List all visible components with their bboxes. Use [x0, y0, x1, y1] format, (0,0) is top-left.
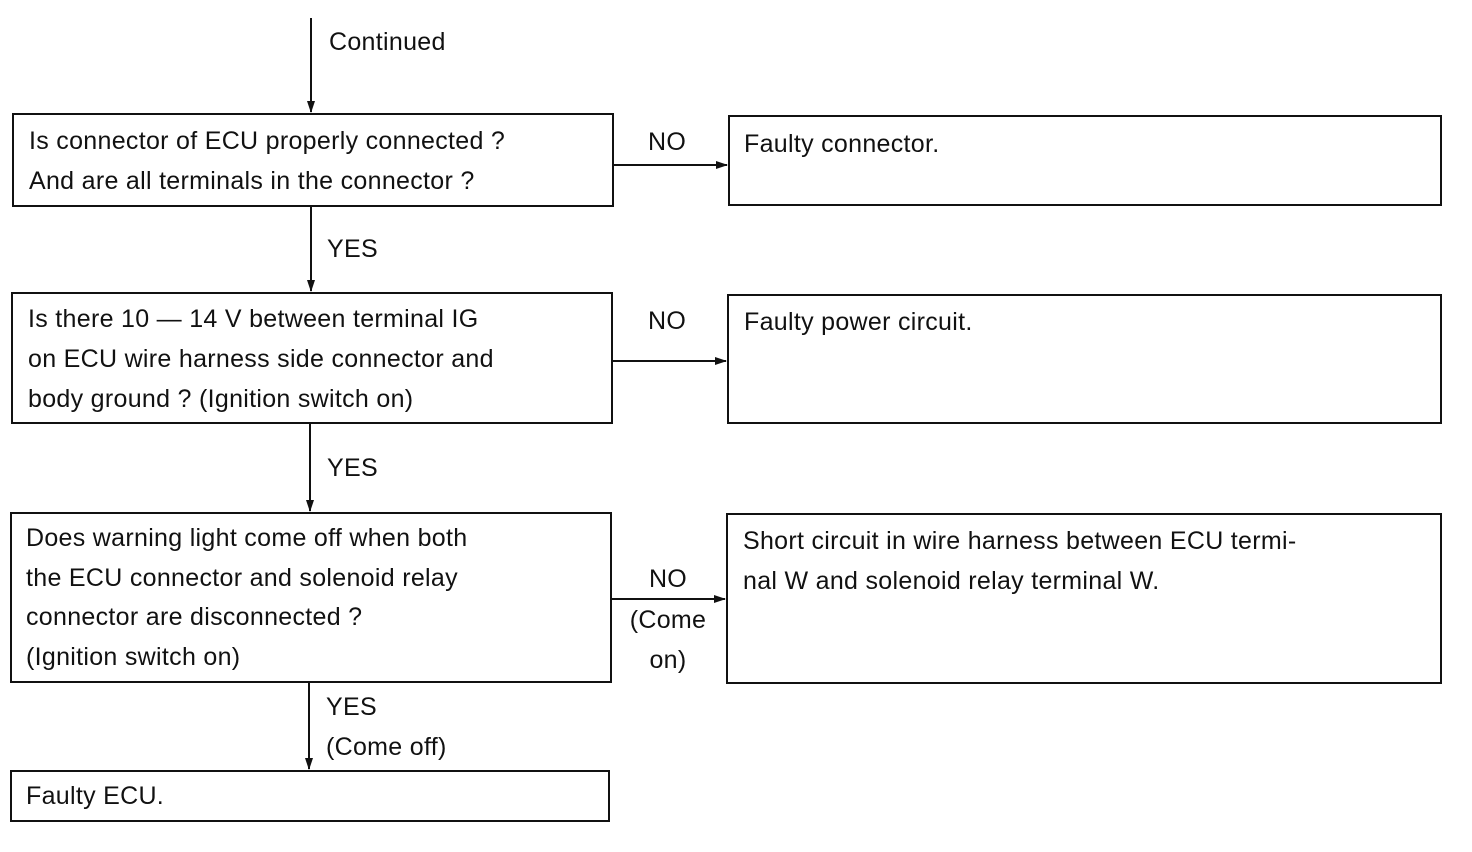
edge-label-q3-yes-condition: (Come off) — [326, 733, 447, 761]
question-voltage-line-2: on ECU wire harness side connector and — [28, 345, 494, 373]
edge-label-q3-no-condition-2: on) — [649, 646, 687, 674]
result-box-faulty-power-circuit — [727, 294, 1442, 424]
result-faulty-power-circuit-text: Faulty power circuit. — [744, 308, 973, 336]
question-box-voltage — [11, 292, 613, 424]
question-connector-line-2: And are all terminals in the connector ? — [29, 167, 475, 195]
result-box-faulty-connector — [728, 115, 1442, 206]
edge-label-q3-no: NO — [648, 565, 688, 593]
edge-label-q1-no: NO — [648, 128, 687, 156]
result-box-short-circuit — [726, 513, 1442, 684]
question-warning-light-line-1: Does warning light come off when both — [26, 524, 468, 552]
result-box-faulty-ecu — [10, 770, 610, 822]
question-voltage-line-3: body ground ? (Ignition switch on) — [28, 385, 414, 413]
edge-label-q2-no: NO — [648, 307, 687, 335]
question-box-warning-light — [10, 512, 612, 683]
question-warning-light-line-2: the ECU connector and solenoid relay — [26, 564, 458, 592]
edge-label-q1-yes: YES — [327, 235, 378, 263]
edge-label-q3-no-condition-1: (Come — [629, 606, 707, 634]
question-warning-light-line-4: (Ignition switch on) — [26, 643, 241, 671]
question-box-connector — [12, 113, 614, 207]
question-voltage-line-1: Is there 10 — 14 V between terminal IG — [28, 305, 479, 333]
edge-label-q2-yes: YES — [327, 454, 378, 482]
edge-label-q3-yes: YES — [326, 693, 377, 721]
result-faulty-ecu-text: Faulty ECU. — [26, 782, 165, 810]
result-short-circuit-line-1: Short circuit in wire harness between EC… — [743, 527, 1297, 555]
result-faulty-connector-text: Faulty connector. — [744, 130, 940, 158]
question-warning-light-line-3: connector are disconnected ? — [26, 603, 363, 631]
result-short-circuit-line-2: nal W and solenoid relay terminal W. — [743, 567, 1160, 595]
question-connector-line-1: Is connector of ECU properly connected ? — [29, 127, 506, 155]
continued-label: Continued — [329, 28, 446, 56]
